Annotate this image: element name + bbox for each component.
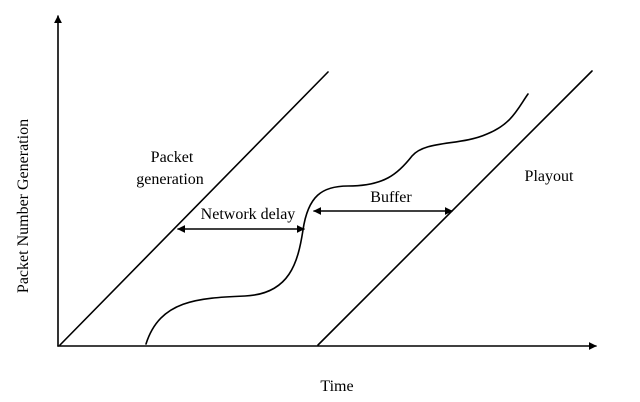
packet-generation-label-line1: Packet — [151, 149, 194, 166]
packet-arrival-curve — [145, 93, 529, 345]
playout-label: Playout — [525, 168, 574, 185]
y-axis-label: Packet Number Generation — [15, 119, 32, 293]
network-delay-label: Network delay — [201, 206, 296, 223]
x-axis-label: Time — [320, 378, 353, 395]
packet-generation-label-line2: generation — [136, 171, 204, 188]
playout-line — [317, 70, 593, 346]
packet-generation-line — [59, 71, 329, 346]
buffer-label: Buffer — [370, 189, 412, 206]
